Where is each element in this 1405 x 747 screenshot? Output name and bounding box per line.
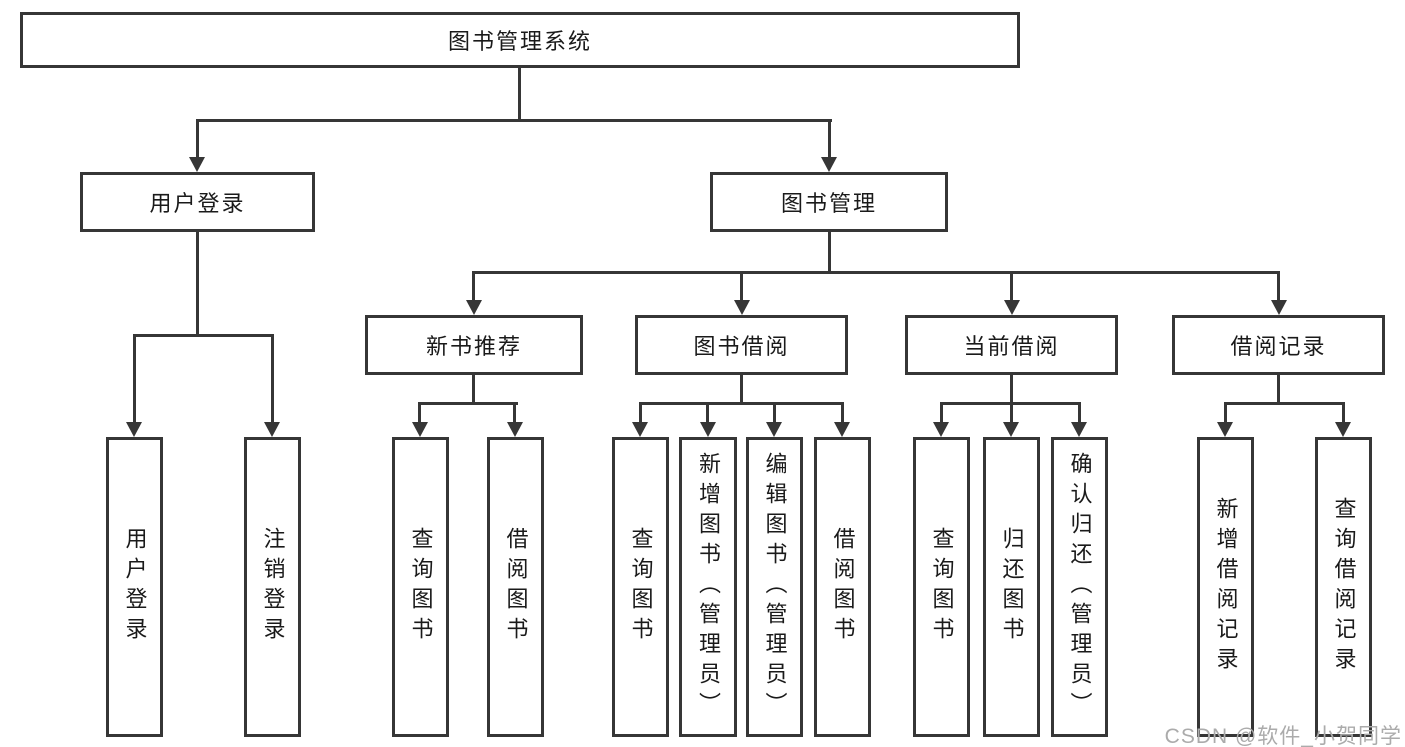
leaf-borrow-query-books-label: 查询图书 — [628, 527, 654, 647]
leaf-logout-label: 注销登录 — [260, 527, 286, 647]
arrow-down-icon — [1003, 422, 1019, 437]
node-current-borrow: 当前借阅 — [905, 315, 1118, 375]
node-borrow-record: 借阅记录 — [1172, 315, 1385, 375]
connector-line — [940, 402, 943, 424]
arrow-down-icon — [189, 157, 205, 172]
arrow-down-icon — [1335, 422, 1351, 437]
arrow-down-icon — [507, 422, 523, 437]
connector-line — [472, 271, 475, 303]
node-current-borrow-label: 当前借阅 — [963, 334, 1060, 359]
arrow-down-icon — [821, 157, 837, 172]
connector-line — [1224, 402, 1345, 405]
connector-line — [740, 373, 743, 404]
leaf-user-login: 用户登录 — [106, 437, 163, 737]
connector-line — [639, 402, 642, 424]
connector-line — [472, 271, 1280, 274]
connector-line — [196, 119, 832, 122]
leaf-newbook-borrow-books-label: 借阅图书 — [503, 527, 529, 647]
node-book-management-label: 图书管理 — [780, 191, 877, 216]
connector-line — [196, 119, 199, 159]
connector-line — [1078, 402, 1081, 424]
connector-line — [133, 334, 136, 424]
leaf-newbook-query-books-label: 查询图书 — [408, 527, 434, 647]
connector-line — [773, 402, 776, 424]
connector-line — [133, 334, 274, 337]
leaf-borrow-edit-books-admin: 编辑图书（管理员） — [746, 437, 803, 737]
leaf-record-query-borrow-record-label: 查询借阅记录 — [1331, 497, 1357, 677]
leaf-logout: 注销登录 — [244, 437, 301, 737]
arrow-down-icon — [466, 300, 482, 315]
watermark: CSDN @软件_小贺同学 — [1164, 725, 1402, 747]
leaf-user-login-label: 用户登录 — [122, 527, 148, 647]
connector-line — [418, 402, 518, 405]
node-book-management: 图书管理 — [710, 172, 948, 232]
arrow-down-icon — [632, 422, 648, 437]
connector-line — [740, 271, 743, 303]
leaf-current-confirm-return-admin: 确认归还（管理员） — [1051, 437, 1108, 737]
leaf-borrow-borrow-books: 借阅图书 — [814, 437, 871, 737]
arrow-down-icon — [1217, 422, 1233, 437]
connector-line — [513, 402, 516, 424]
arrow-down-icon — [700, 422, 716, 437]
connector-line — [271, 334, 274, 424]
connector-line — [196, 230, 199, 336]
leaf-current-return-books-label: 归还图书 — [999, 527, 1025, 647]
connector-line — [418, 402, 421, 424]
arrow-down-icon — [412, 422, 428, 437]
leaf-borrow-query-books: 查询图书 — [612, 437, 669, 737]
node-user-login: 用户登录 — [80, 172, 315, 232]
node-library-system-label: 图书管理系统 — [447, 29, 592, 54]
leaf-current-query-books-label: 查询图书 — [929, 527, 955, 647]
node-borrow-record-label: 借阅记录 — [1230, 334, 1327, 359]
arrow-down-icon — [1271, 300, 1287, 315]
connector-line — [1010, 373, 1013, 404]
leaf-current-confirm-return-admin-label: 确认归还（管理员） — [1067, 452, 1093, 722]
node-new-book-recommend-label: 新书推荐 — [425, 334, 522, 359]
connector-line — [1224, 402, 1227, 424]
arrow-down-icon — [766, 422, 782, 437]
connector-line — [472, 373, 475, 404]
leaf-borrow-edit-books-admin-label: 编辑图书（管理员） — [762, 452, 788, 722]
node-new-book-recommend: 新书推荐 — [365, 315, 583, 375]
leaf-record-query-borrow-record: 查询借阅记录 — [1315, 437, 1372, 737]
connector-line — [828, 230, 831, 273]
leaf-record-add-borrow-record-label: 新增借阅记录 — [1213, 497, 1239, 677]
node-user-login-label: 用户登录 — [149, 191, 246, 216]
arrow-down-icon — [734, 300, 750, 315]
connector-line — [841, 402, 844, 424]
arrow-down-icon — [264, 422, 280, 437]
connector-line — [1277, 271, 1280, 303]
node-library-system: 图书管理系统 — [20, 12, 1020, 68]
connector-line — [706, 402, 709, 424]
leaf-borrow-add-books-admin: 新增图书（管理员） — [679, 437, 737, 737]
connector-line — [1010, 271, 1013, 303]
arrow-down-icon — [126, 422, 142, 437]
leaf-current-query-books: 查询图书 — [913, 437, 970, 737]
leaf-borrow-borrow-books-label: 借阅图书 — [830, 527, 856, 647]
connector-line — [1342, 402, 1345, 424]
leaf-newbook-query-books: 查询图书 — [392, 437, 449, 737]
connector-line — [1010, 402, 1013, 424]
connector-line — [828, 119, 831, 159]
node-book-borrow-label: 图书借阅 — [693, 334, 790, 359]
arrow-down-icon — [1071, 422, 1087, 437]
leaf-record-add-borrow-record: 新增借阅记录 — [1197, 437, 1254, 737]
leaf-newbook-borrow-books: 借阅图书 — [487, 437, 544, 737]
arrow-down-icon — [933, 422, 949, 437]
arrow-down-icon — [834, 422, 850, 437]
connector-line — [1277, 373, 1280, 404]
connector-line — [518, 66, 521, 122]
leaf-current-return-books: 归还图书 — [983, 437, 1040, 737]
arrow-down-icon — [1004, 300, 1020, 315]
node-book-borrow: 图书借阅 — [635, 315, 848, 375]
connector-line — [639, 402, 844, 405]
leaf-borrow-add-books-admin-label: 新增图书（管理员） — [696, 452, 721, 722]
